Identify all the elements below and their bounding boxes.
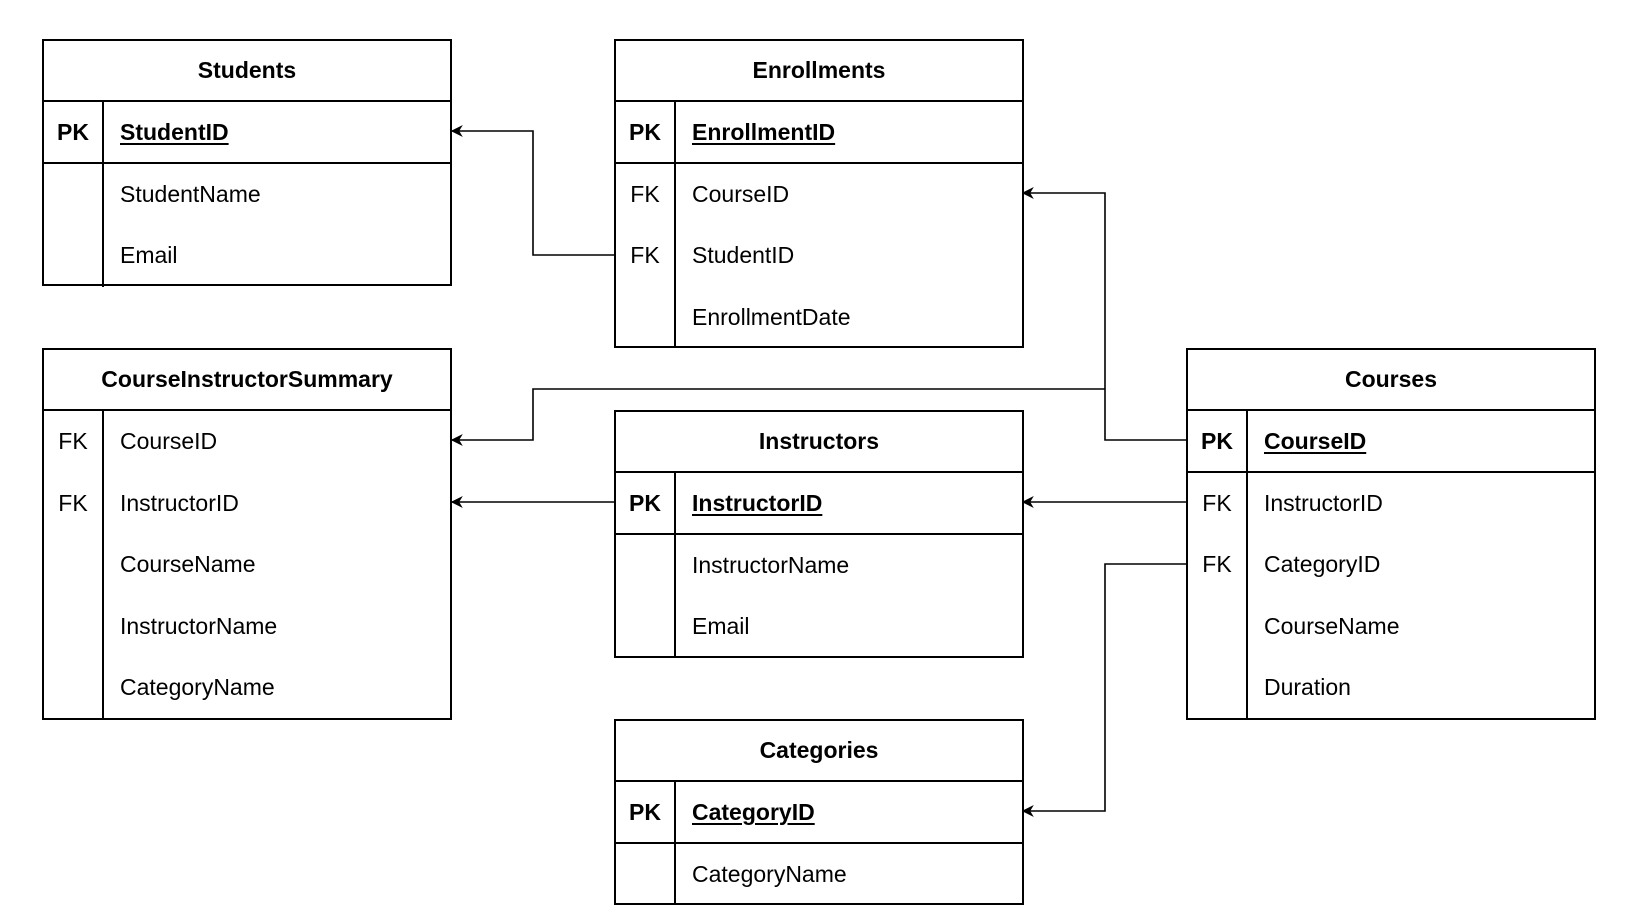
key-marker <box>44 534 104 596</box>
pk-marker: PK <box>1188 411 1248 471</box>
pk-marker: PK <box>616 782 676 842</box>
table-row: PK EnrollmentID <box>616 102 1022 164</box>
primary-key-field: StudentID <box>120 119 229 145</box>
field-name: Email <box>120 242 178 268</box>
rel-enrollments-students <box>450 125 614 256</box>
field-name: CategoryName <box>692 860 847 887</box>
table-row: CourseName <box>1188 595 1594 657</box>
table-row: FK CourseID <box>44 411 450 473</box>
fk-marker: FK <box>1188 472 1248 534</box>
field-name: Email <box>692 613 750 639</box>
field-name: InstructorName <box>120 612 278 639</box>
table-row: PK CategoryID <box>616 782 1022 844</box>
field-name: EnrollmentDate <box>692 303 851 330</box>
table-title: Enrollments <box>616 41 1022 102</box>
key-marker <box>616 534 676 596</box>
pk-marker: PK <box>616 102 676 162</box>
key-marker <box>616 843 676 905</box>
field-name: Duration <box>1264 674 1351 700</box>
table-students: Students PK StudentID StudentName Email <box>42 39 452 287</box>
primary-key-field: CategoryID <box>692 799 815 825</box>
field-name: CourseID <box>120 428 218 454</box>
pk-marker: PK <box>616 473 676 533</box>
table-row: FK CategoryID <box>1188 534 1594 596</box>
key-marker <box>44 163 104 225</box>
fk-marker: FK <box>616 225 676 287</box>
table-row: InstructorName <box>44 595 450 657</box>
table-courses: Courses PK CourseID FK InstructorID FK C… <box>1186 348 1596 720</box>
table-row: InstructorName <box>616 534 1022 596</box>
table-row: FK InstructorID <box>1188 472 1594 534</box>
table-row: PK InstructorID <box>616 473 1022 535</box>
table-title: Students <box>44 41 450 102</box>
table-row: StudentName <box>44 163 450 225</box>
table-title: Instructors <box>616 412 1022 473</box>
table-row: CategoryName <box>44 657 450 719</box>
table-row: Email <box>616 596 1022 658</box>
fk-marker: FK <box>44 411 104 473</box>
key-marker <box>1188 595 1248 657</box>
key-marker <box>44 595 104 657</box>
field-name: StudentID <box>692 242 795 268</box>
rel-courses-enrollments <box>1021 187 1186 441</box>
pk-marker: PK <box>44 102 104 162</box>
field-name: CategoryID <box>1264 551 1381 577</box>
fk-marker: FK <box>44 472 104 534</box>
fk-marker: FK <box>616 163 676 225</box>
key-marker <box>616 286 676 348</box>
field-name: CourseName <box>1264 612 1400 639</box>
table-title: CourseInstructorSummary <box>44 350 450 411</box>
primary-key-field: InstructorID <box>692 490 823 516</box>
table-row: EnrollmentDate <box>616 286 1022 348</box>
table-row: CategoryName <box>616 843 1022 905</box>
table-row: FK InstructorID <box>44 472 450 534</box>
key-marker <box>616 596 676 658</box>
table-categories: Categories PK CategoryID CategoryName <box>614 719 1024 905</box>
table-instructors: Instructors PK InstructorID InstructorNa… <box>614 410 1024 658</box>
table-title: Categories <box>616 721 1022 782</box>
field-name: InstructorName <box>692 551 850 578</box>
field-name: CourseID <box>692 180 790 207</box>
table-row: CourseName <box>44 534 450 596</box>
table-row: Email <box>44 225 450 287</box>
rel-courses-summary <box>450 388 1105 446</box>
table-row: PK CourseID <box>1188 411 1594 473</box>
field-name: CourseName <box>120 551 256 577</box>
table-title: Courses <box>1188 350 1594 411</box>
table-enrollments: Enrollments PK EnrollmentID FK CourseID … <box>614 39 1024 348</box>
key-marker <box>44 225 104 287</box>
field-name: InstructorID <box>120 489 239 516</box>
key-marker <box>44 657 104 719</box>
table-row: PK StudentID <box>44 102 450 164</box>
table-row: FK CourseID <box>616 163 1022 225</box>
fk-marker: FK <box>1188 534 1248 596</box>
primary-key-field: EnrollmentID <box>692 119 836 145</box>
field-name: CategoryName <box>120 674 275 700</box>
table-row: FK StudentID <box>616 225 1022 287</box>
primary-key-field: CourseID <box>1264 428 1367 454</box>
field-name: StudentName <box>120 180 261 207</box>
rel-courses-categories <box>1021 563 1186 817</box>
table-course-instructor-summary: CourseInstructorSummary FK CourseID FK I… <box>42 348 452 720</box>
field-name: InstructorID <box>1264 489 1383 516</box>
table-row: Duration <box>1188 657 1594 719</box>
key-marker <box>1188 657 1248 719</box>
